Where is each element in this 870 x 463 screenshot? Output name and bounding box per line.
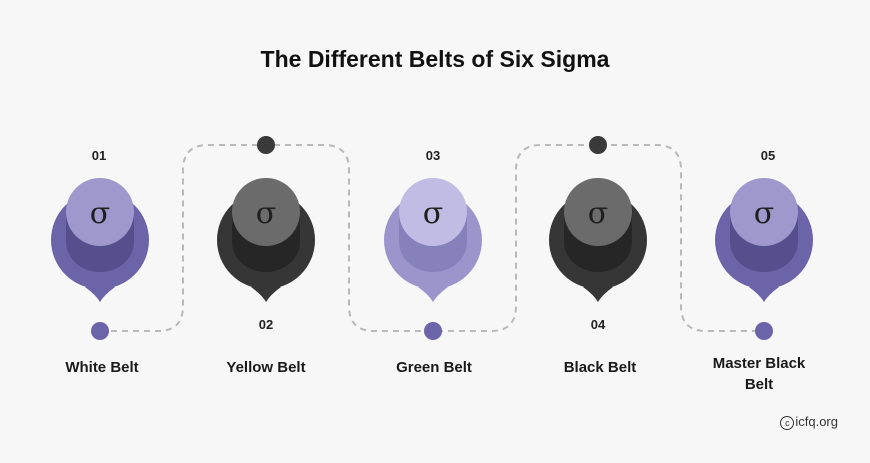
belt-number-4: 04 bbox=[590, 317, 606, 332]
belt-pin-tip-3 bbox=[418, 287, 448, 302]
belt-pin-tip-2 bbox=[251, 287, 281, 302]
belt-number-3: 03 bbox=[425, 148, 441, 163]
page-title: The Different Belts of Six Sigma bbox=[260, 46, 610, 72]
belt-pin-tip-1 bbox=[85, 287, 115, 302]
belt-number-2: 02 bbox=[258, 317, 274, 332]
credit-text: icfq.org bbox=[795, 414, 838, 429]
connector-dot-5 bbox=[755, 322, 773, 340]
belt-label-yellow: Yellow Belt bbox=[226, 359, 306, 376]
belt-cylinder-top-5 bbox=[730, 178, 798, 246]
belt-label-white: White Belt bbox=[65, 359, 139, 376]
sigma-icon-4: σ bbox=[588, 196, 608, 231]
sigma-icon-2: σ bbox=[256, 196, 276, 231]
belt-cylinder-top-4 bbox=[564, 178, 632, 246]
belt-label-black: Black Belt bbox=[563, 359, 637, 376]
connector-dot-1 bbox=[91, 322, 109, 340]
belt-cylinder-top-2 bbox=[232, 178, 300, 246]
sigma-icon-1: σ bbox=[90, 196, 110, 231]
copyright-icon: c bbox=[780, 416, 795, 430]
connector-dot-4 bbox=[589, 136, 607, 154]
connector-dot-2 bbox=[257, 136, 275, 154]
belt-pin-tip-4 bbox=[583, 287, 613, 302]
sigma-icon-3: σ bbox=[423, 196, 443, 231]
belt-number-5: 05 bbox=[760, 148, 776, 163]
belt-cylinder-top-1 bbox=[66, 178, 134, 246]
belt-cylinder-top-3 bbox=[399, 178, 467, 246]
belt-label-master-black: Master Black Belt bbox=[712, 355, 806, 393]
belt-number-1: 01 bbox=[91, 148, 107, 163]
sigma-icon-5: σ bbox=[754, 196, 774, 231]
connector-dot-3 bbox=[424, 322, 442, 340]
belt-label-green: Green Belt bbox=[396, 359, 472, 376]
belt-pin-tip-5 bbox=[749, 287, 779, 302]
